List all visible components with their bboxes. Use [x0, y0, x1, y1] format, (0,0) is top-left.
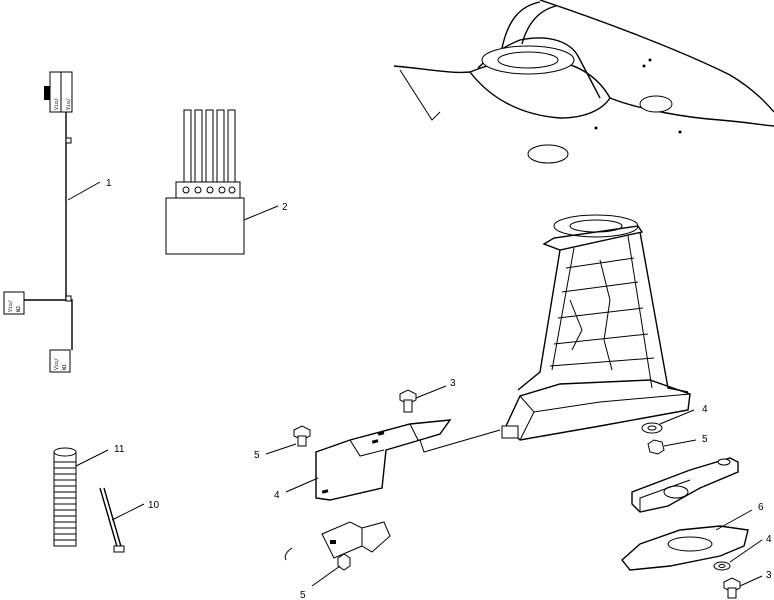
- console-inner-ring: [497, 51, 559, 69]
- nut-part-5-lower: 5: [300, 553, 351, 600]
- leader-line-4b: [729, 539, 763, 563]
- connector-block-part-2: 2: [165, 109, 288, 255]
- plate-body: [621, 525, 749, 571]
- washer-part-4-upper: 4: [641, 404, 708, 434]
- sleeve-body: [53, 451, 77, 547]
- callout-11: 11: [114, 444, 125, 455]
- washer-part-4-lower: 4: [713, 534, 772, 571]
- connector-label-bottom: Vio/: [54, 358, 60, 370]
- switch-sensor-assembly: [284, 521, 391, 561]
- leader-line-6: [715, 509, 753, 531]
- connector-label-mid: Vio/: [8, 300, 14, 312]
- frame-top-plate: [553, 214, 639, 238]
- connector-label-bottom-2: W1: [62, 364, 68, 370]
- connector-wires: [183, 109, 236, 185]
- connector-body: [165, 197, 245, 255]
- sleeve-ribs: [54, 461, 76, 541]
- leader-line-9: [265, 443, 297, 455]
- callout-3a: 3: [450, 378, 456, 389]
- callout-4b: 4: [766, 534, 772, 545]
- switch-body: [321, 521, 363, 559]
- frame-base-tab: [501, 425, 519, 439]
- harness-connector-mid: [3, 291, 25, 315]
- bolt-part-9: 5: [254, 425, 311, 461]
- callout-6: 6: [758, 502, 764, 513]
- connector-latch: [44, 86, 50, 100]
- rod-part-10: 10: [99, 487, 160, 553]
- wiring-harness-part-1: Vio/ Vio/ Vio/ W2 Vio/ W1 1: [3, 71, 112, 373]
- leader-line-3a: [415, 385, 447, 399]
- callout-5b: 5: [300, 590, 306, 600]
- leader-line-1: [67, 181, 101, 201]
- callout-9: 5: [254, 450, 260, 461]
- body-outline: [393, 58, 774, 127]
- plate-part-6: 6: [621, 502, 764, 571]
- steering-arm: [631, 457, 739, 513]
- console-base: [469, 71, 611, 119]
- callout-2: 2: [282, 202, 288, 213]
- harness-clip: [65, 137, 72, 144]
- nut-part-5-upper: 5: [647, 434, 708, 455]
- connector-label-top-b: Vio/: [66, 98, 72, 110]
- harness-connector-bottom: [49, 349, 71, 373]
- leader-line-5b: [311, 565, 341, 587]
- callout-1: 1: [106, 178, 112, 189]
- leader-line-11: [75, 449, 109, 467]
- leader-line-5a: [663, 439, 697, 447]
- sleeve-part-11: 11: [53, 444, 125, 547]
- body-front-lip: [399, 69, 441, 121]
- frame-inner-right: [627, 235, 653, 389]
- leader-line-3b: [739, 575, 763, 587]
- steering-arm-body: [631, 457, 739, 513]
- rod-shaft: [99, 487, 119, 551]
- harness-clip: [65, 295, 72, 302]
- bolt-part-3-upper: 3: [399, 378, 456, 413]
- frame-right-leg: [639, 231, 689, 393]
- frame-crossbar: [565, 257, 635, 269]
- console-neck-back: [521, 5, 557, 45]
- callout-3b: 3: [766, 570, 772, 581]
- vehicle-body-panel: [393, 0, 774, 164]
- leader-line-2: [243, 205, 279, 221]
- steering-support-frame: [501, 214, 691, 441]
- mounting-bracket-part-8: 4: [274, 419, 501, 501]
- leader-line-4a: [659, 409, 695, 425]
- body-lower-boss: [527, 144, 569, 164]
- frame-base-plate: [505, 379, 691, 441]
- callout-10: 10: [148, 500, 160, 511]
- body-mounting-boss: [639, 95, 673, 113]
- frame-inner-left: [551, 247, 575, 371]
- frame-top-bracket: [542, 225, 644, 251]
- harness-main-wire: [65, 112, 73, 350]
- connector-label-top-a: Vio/: [54, 98, 60, 110]
- callout-5a: 5: [702, 434, 708, 445]
- body-top-edge: [539, 0, 774, 113]
- callout-4a: 4: [702, 404, 708, 415]
- callout-8: 4: [274, 490, 280, 501]
- bolt-part-3-lower: 3: [723, 570, 772, 599]
- leader-line-8: [285, 477, 319, 493]
- console-neck: [501, 1, 541, 49]
- console-top-opening: [481, 45, 575, 75]
- leader-line-10: [111, 503, 145, 521]
- frame-left-leg: [517, 249, 561, 391]
- connector-label-mid-2: W2: [16, 306, 22, 312]
